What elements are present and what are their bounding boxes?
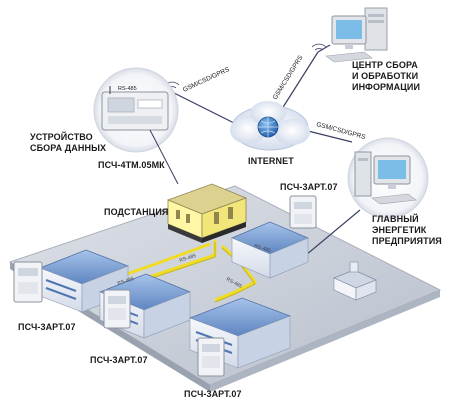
bus-tag-4: RS-485 (253, 243, 271, 254)
meter-left-icon (13, 261, 43, 303)
rs485-tag: RS-485 (118, 86, 137, 92)
data-collector-device: RS-485 (93, 67, 179, 185)
meter-mid-label: ПСЧ-3АРТ.07 (90, 355, 148, 365)
chief-engineer-label: ГЛАВНЫЙ ЭНЕРГЕТИК ПРЕДПРИЯТИЯ (372, 214, 442, 246)
meter-bottom-label: ПСЧ-3АРТ.07 (184, 389, 242, 399)
internet-cloud (230, 101, 310, 151)
meter-mid-icon (103, 289, 131, 329)
building-office (333, 261, 377, 301)
gsm-link-label-2: GSM/CSD/GPRS (272, 54, 305, 101)
chief-engineer-computer (347, 137, 429, 219)
device-label: УСТРОЙСТВО СБОРА ДАННЫХ (30, 132, 107, 153)
data-center-computer (325, 7, 388, 63)
internet-label: INTERNET (248, 156, 294, 166)
substation-building (166, 183, 248, 243)
meter-top-icon (289, 195, 317, 229)
comm-links (171, 44, 361, 261)
meter-top-label: ПСЧ-3АРТ.07 (280, 182, 338, 192)
meter-bottom-icon (197, 337, 225, 377)
meter-left-label: ПСЧ-3АРТ.07 (18, 322, 76, 332)
data-center-label: ЦЕНТР СБОРА И ОБРАБОТКИ ИНФОРМАЦИИ (352, 60, 421, 92)
gsm-link-label-3: GSM/CSD/GPRS (315, 121, 366, 141)
antenna-waves (164, 43, 327, 89)
bus-tag-1: RS-485 (179, 253, 197, 264)
substation-label: ПОДСТАНЦИЯ (104, 207, 169, 217)
device-model-label: ПСЧ-4ТМ.05МК (98, 160, 165, 170)
bus-tag-2: RS-485 (117, 276, 135, 287)
building-right (230, 221, 310, 279)
gsm-link-label-1: GSM/CSD/GPRS (182, 66, 231, 94)
